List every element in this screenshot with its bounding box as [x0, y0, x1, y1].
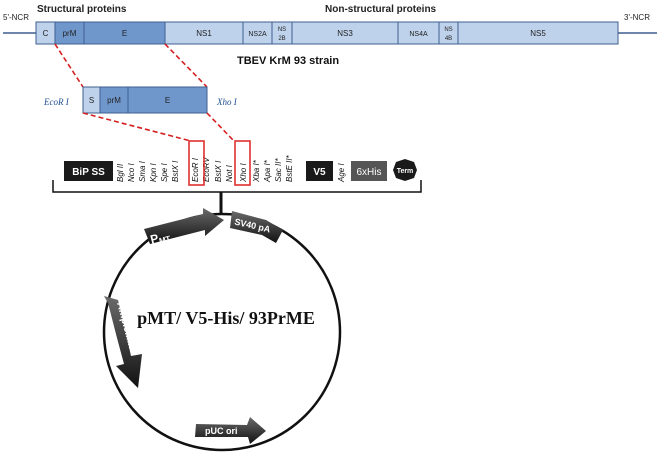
structural-proteins-header: Structural proteins	[37, 4, 127, 15]
site-bstx1-b: BstX I	[214, 160, 223, 182]
plasmid-name: pMT/ V5-His/ 93PrME	[137, 308, 315, 328]
segment-ns3-label: NS3	[337, 29, 353, 38]
bip-label: BiP SS	[72, 167, 105, 178]
v5-box	[306, 161, 333, 181]
his-box	[351, 161, 387, 181]
segment-c-label: C	[43, 29, 49, 38]
genome-bar	[35, 21, 619, 45]
site-not1: Not I	[225, 164, 234, 182]
his-label: 6xHis	[356, 167, 381, 178]
ampicillin-arrow	[104, 296, 142, 388]
pmt-label: PMT	[149, 228, 172, 247]
puc-arrow	[195, 417, 266, 444]
puc-label: pUC ori	[205, 426, 238, 436]
segment-ns2b-label-top: NS	[278, 27, 286, 33]
mcs-bracket	[52, 180, 422, 193]
site-xba1: Xba I*	[252, 159, 261, 183]
insert-s-label: S	[89, 96, 94, 105]
sv40-arrow	[230, 211, 283, 243]
site-sac2: Sac II*	[274, 158, 283, 182]
segment-ns4b-label-bottom: 4B	[445, 36, 452, 42]
ecor1-highlight-box	[188, 140, 205, 186]
segment-ns5-label: NS5	[530, 29, 546, 38]
pmt-label-sub: MT	[158, 234, 171, 246]
site-bste2: BstE II*	[285, 154, 294, 182]
segment-ns2b-label-bottom: 2B	[278, 36, 285, 42]
site-nco1: Nco I	[127, 163, 136, 182]
strain-title: TBEV KrM 93 strain	[237, 55, 339, 67]
insert-right-site: Xho I	[216, 97, 238, 107]
insert-prm-label: prM	[107, 96, 121, 105]
insert-left-site: EcoR I	[43, 97, 70, 107]
term-octagon	[393, 159, 417, 181]
insert-to-mcs-guides	[82, 112, 235, 142]
insert-bar	[82, 86, 208, 114]
site-ecorv: EcoRV	[202, 157, 211, 182]
site-bstx1-a: BstX I	[171, 160, 180, 182]
genome-to-insert-guides	[54, 43, 208, 88]
segment-ns1-label: NS1	[196, 29, 212, 38]
site-xho1: Xho I	[239, 163, 248, 183]
site-apa1: Apa I*	[263, 159, 272, 183]
ncr-5-label: 5'-NCR	[3, 13, 29, 22]
segment-ns4b-label-top: NS	[444, 27, 452, 33]
insert-prm	[99, 86, 129, 114]
segment-e-label: E	[122, 29, 127, 38]
pmt-arrow	[144, 208, 224, 244]
ncr-3-label: 3'-NCR	[624, 13, 650, 22]
segment-ns2a-label: NS2A	[248, 31, 267, 38]
term-label: Term	[397, 168, 414, 175]
site-age1: Age I	[337, 163, 346, 183]
xho1-highlight-box	[234, 140, 251, 186]
site-ecor1: EcoR I	[191, 157, 200, 182]
site-bgl2: Bgl II	[116, 163, 125, 182]
mcs-sites: Bgl II Nco I Sma I Kpn I Spe I BstX I Ec…	[116, 154, 346, 183]
site-kpn1: Kpn I	[149, 163, 158, 182]
v5-label: V5	[313, 167, 326, 178]
bip-box	[64, 161, 113, 181]
segment-ns5	[457, 21, 619, 45]
insert-e	[127, 86, 208, 114]
nonstructural-proteins-header: Non-structural proteins	[325, 4, 437, 15]
insert-e-label: E	[165, 96, 170, 105]
segment-prm-label: prM	[63, 29, 77, 38]
segment-ns4a-label: NS4A	[409, 31, 428, 38]
site-sma1: Sma I	[138, 160, 147, 182]
pmt-label-main: P	[149, 231, 160, 247]
site-spe1: Spe I	[160, 163, 169, 182]
plasmid-circle	[102, 212, 342, 452]
